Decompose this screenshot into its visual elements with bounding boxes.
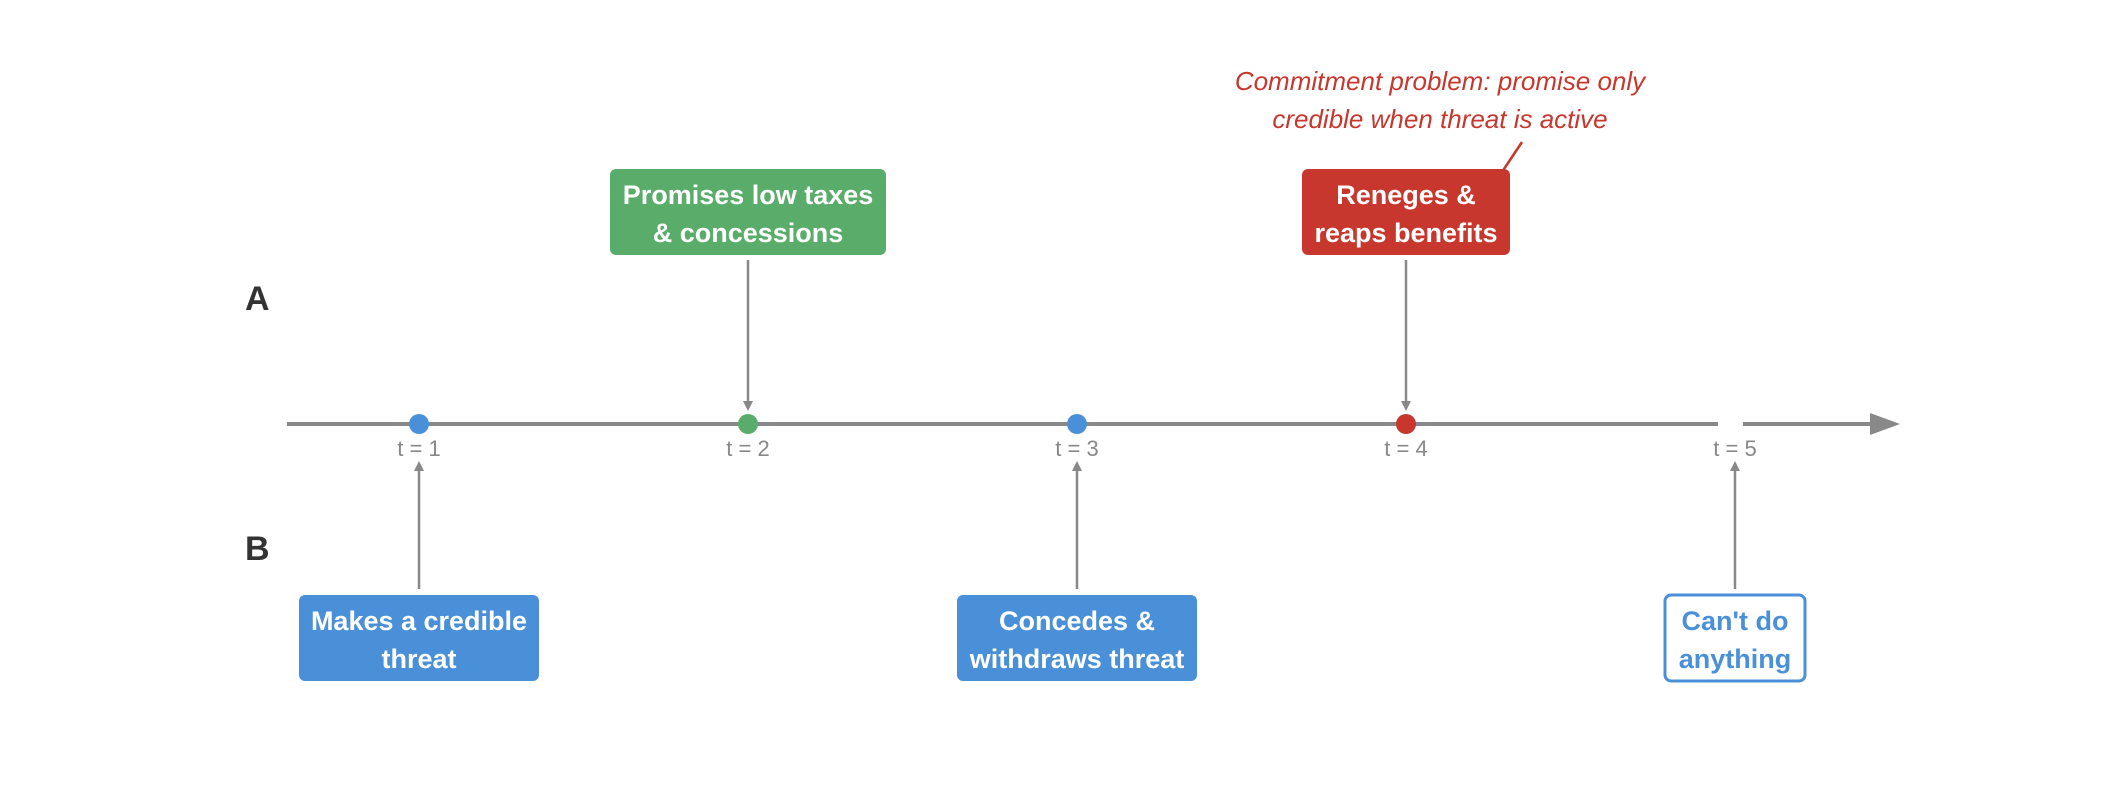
b-row-boxes: Makes a credible threat Concedes & withdraw… — [299, 593, 1807, 683]
commitment-annotation: Commitment problem: promise only credibl… — [1235, 66, 1647, 173]
axis-arrowhead — [1870, 413, 1900, 435]
b-box-text-t5-line1: Can't do — [1682, 606, 1789, 636]
timeline-point-2 — [738, 414, 758, 434]
a-box-bg-t2 — [610, 169, 886, 255]
a-box-text-t4-line1: Reneges & — [1336, 180, 1476, 210]
b-box-text-t3-line1: Concedes & — [999, 606, 1155, 636]
a-box-t2: Promises low taxes & concessions — [610, 169, 886, 255]
tick-label-t2: t = 2 — [726, 436, 769, 461]
timeline-point-1 — [409, 414, 429, 434]
connectors — [414, 260, 1740, 589]
row-label-a: A — [245, 280, 270, 318]
b-box-bg-t1 — [299, 595, 539, 681]
tick-label-t5: t = 5 — [1713, 436, 1756, 461]
timeline-axis — [287, 413, 1900, 435]
tick-label-t4: t = 4 — [1384, 436, 1427, 461]
b-box-text-t5-line2: anything — [1679, 644, 1792, 674]
a-box-bg-t4 — [1302, 169, 1510, 255]
b-box-text-t1-line1: Makes a credible — [311, 606, 527, 636]
annotation-line-1: Commitment problem: promise only — [1235, 66, 1647, 96]
b-box-t1: Makes a credible threat — [299, 595, 539, 681]
timeline-point-3 — [1067, 414, 1087, 434]
row-label-b: B — [245, 530, 270, 568]
b-box-text-t3-line2: withdraws threat — [969, 644, 1185, 674]
a-box-text-t2-line1: Promises low taxes — [623, 180, 874, 210]
a-box-text-t4-line2: reaps benefits — [1314, 218, 1497, 248]
b-box-bg-t5 — [1663, 593, 1807, 683]
timeline-point-4 — [1396, 414, 1416, 434]
b-box-t3: Concedes & withdraws threat — [957, 595, 1197, 681]
a-box-t4: Reneges & reaps benefits — [1302, 169, 1510, 255]
tick-labels: t = 1 t = 2 t = 3 t = 4 t = 5 — [397, 436, 1756, 461]
tick-label-t3: t = 3 — [1055, 436, 1098, 461]
timeline-points — [409, 414, 1416, 434]
annotation-leader-line — [1500, 141, 1524, 173]
a-row-boxes: Promises low taxes & concessions Reneges &… — [610, 169, 1510, 255]
b-box-bg-t3 — [957, 595, 1197, 681]
annotation-line-2: credible when threat is active — [1272, 104, 1607, 134]
b-box-text-t1-line2: threat — [381, 644, 456, 674]
tick-label-t1: t = 1 — [397, 436, 440, 461]
b-box-t5: Can't do anything — [1663, 593, 1807, 683]
a-box-text-t2-line2: & concessions — [653, 218, 844, 248]
